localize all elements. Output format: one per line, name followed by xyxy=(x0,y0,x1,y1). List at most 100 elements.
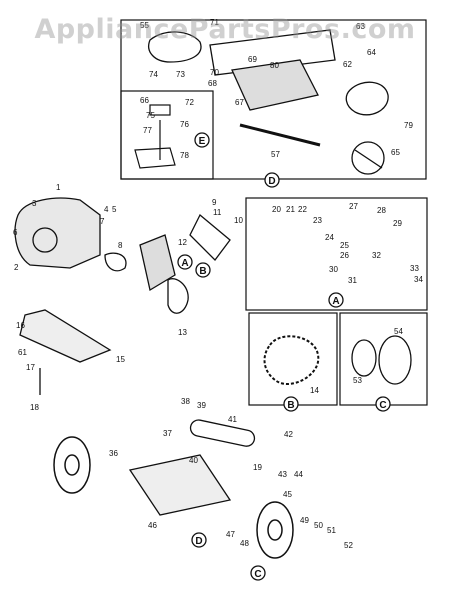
part-29: 29 xyxy=(393,219,402,228)
callout-b-box xyxy=(283,396,299,412)
part-73: 73 xyxy=(176,70,185,79)
part-46: 46 xyxy=(148,521,157,530)
part-74: 74 xyxy=(149,70,158,79)
part-64: 64 xyxy=(367,48,376,57)
part-41: 41 xyxy=(228,415,237,424)
part-22: 22 xyxy=(298,205,307,214)
callout-c-box-label: C xyxy=(379,400,386,411)
part-52: 52 xyxy=(344,541,353,550)
part-2: 2 xyxy=(14,263,19,272)
callout-b-label: B xyxy=(199,266,206,277)
part-47: 47 xyxy=(226,530,235,539)
part-11: 11 xyxy=(213,208,222,217)
part-26: 26 xyxy=(340,251,349,260)
part-24: 24 xyxy=(325,233,334,242)
detail-box-a xyxy=(245,197,428,311)
callout-a-label: A xyxy=(181,258,188,269)
part-42: 42 xyxy=(284,430,293,439)
part-80: 80 xyxy=(270,61,279,70)
part-30: 30 xyxy=(329,265,338,274)
callout-e-label: E xyxy=(199,136,206,147)
part-9: 9 xyxy=(212,198,217,207)
handle-plate xyxy=(19,309,112,395)
part-8: 8 xyxy=(118,241,123,250)
engine-assembly xyxy=(14,197,231,314)
part-44: 44 xyxy=(294,470,303,479)
part-69: 69 xyxy=(248,55,257,64)
part-71: 71 xyxy=(210,18,219,27)
left-wheel xyxy=(53,436,91,494)
callout-b-main xyxy=(195,262,211,278)
part-75: 75 xyxy=(146,111,155,120)
part-6: 6 xyxy=(13,228,18,237)
reel-housing-assembly xyxy=(148,29,389,175)
part-48: 48 xyxy=(240,539,249,548)
detail-box-b xyxy=(248,312,338,406)
part-15: 15 xyxy=(116,355,125,364)
part-72: 72 xyxy=(185,98,194,107)
part-67: 67 xyxy=(235,98,244,107)
part-61: 61 xyxy=(18,348,27,357)
part-27: 27 xyxy=(349,202,358,211)
part-37: 37 xyxy=(163,429,172,438)
callout-e-box xyxy=(194,132,210,148)
part-43: 43 xyxy=(278,470,287,479)
callout-a-box-label: A xyxy=(332,296,339,307)
part-66: 66 xyxy=(140,96,149,105)
part-68: 68 xyxy=(208,79,217,88)
callout-c-box xyxy=(375,396,391,412)
part-31: 31 xyxy=(348,276,357,285)
part-16: 16 xyxy=(16,321,25,330)
part-5: 5 xyxy=(112,205,117,214)
part-34: 34 xyxy=(414,275,423,284)
part-45: 45 xyxy=(283,490,292,499)
part-49: 49 xyxy=(300,516,309,525)
right-wheel xyxy=(256,501,294,559)
part-18: 18 xyxy=(30,403,39,412)
callout-a-box xyxy=(328,292,344,308)
part-4: 4 xyxy=(104,205,109,214)
part-79: 79 xyxy=(404,121,413,130)
part-39: 39 xyxy=(197,401,206,410)
part-51: 51 xyxy=(327,526,336,535)
part-28: 28 xyxy=(377,206,386,215)
e-detail-assembly xyxy=(134,104,176,169)
part-numbers: 1 2 3 4 5 6 7 8 9 10 11 12 13 14 15 16 1… xyxy=(13,18,423,550)
part-25: 25 xyxy=(340,241,349,250)
part-77: 77 xyxy=(143,126,152,135)
part-19: 19 xyxy=(253,463,262,472)
part-23: 23 xyxy=(313,216,322,225)
part-38: 38 xyxy=(181,397,190,406)
roller-assembly xyxy=(128,419,256,516)
callout-d-label: D xyxy=(195,536,202,547)
part-54: 54 xyxy=(394,327,403,336)
part-13: 13 xyxy=(178,328,187,337)
part-14: 14 xyxy=(310,386,319,395)
part-76: 76 xyxy=(180,120,189,129)
part-10: 10 xyxy=(234,216,243,225)
part-62: 62 xyxy=(343,60,352,69)
part-70: 70 xyxy=(210,68,219,77)
callout-d-box-label: D xyxy=(268,176,275,187)
callout-a-main xyxy=(177,254,193,270)
part-32: 32 xyxy=(372,251,381,260)
part-63: 63 xyxy=(356,22,365,31)
callout-c-main xyxy=(250,565,266,581)
drive-chain xyxy=(263,335,320,385)
part-53: 53 xyxy=(353,376,362,385)
part-12: 12 xyxy=(178,238,187,247)
detail-box-c xyxy=(339,312,428,406)
part-3: 3 xyxy=(32,199,37,208)
callout-c-label: C xyxy=(254,569,261,580)
detail-box-e xyxy=(120,90,214,180)
callout-d-box xyxy=(264,172,280,188)
part-7: 7 xyxy=(100,217,105,226)
callout-b-box-label: B xyxy=(287,400,294,411)
part-50: 50 xyxy=(314,521,323,530)
part-40: 40 xyxy=(189,456,198,465)
part-21: 21 xyxy=(286,205,295,214)
part-33: 33 xyxy=(410,264,419,273)
callout-d-main xyxy=(191,532,207,548)
sprocket-assembly xyxy=(351,335,412,385)
